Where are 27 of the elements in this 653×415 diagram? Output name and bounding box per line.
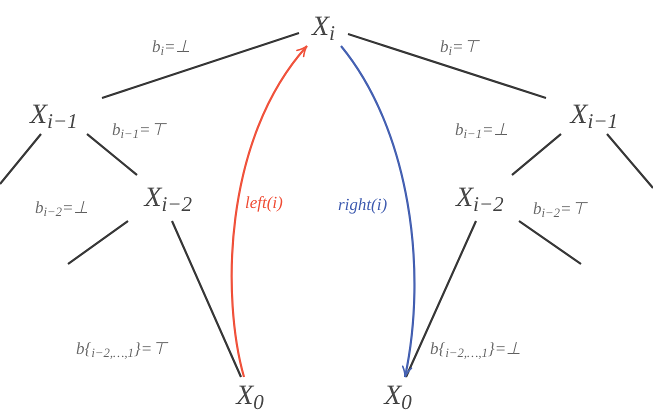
variable-label: X$_{i−1}$: [28, 96, 102, 134]
edge-label: b$_{i−1}$=⊥: [455, 121, 509, 138]
edge-label: b$_{i−2}$=⊤: [533, 200, 587, 217]
branch-line: [511, 133, 562, 176]
variable-label: X$_{0}$: [230, 377, 270, 415]
branch-line: [606, 133, 653, 189]
branch-line: [518, 220, 582, 265]
branch-line: [171, 220, 242, 378]
edge-label: left(i): [245, 194, 283, 211]
edge-label: b$_{i}$=⊥: [152, 38, 191, 55]
variable-label: X$_{i−2}$: [126, 175, 194, 221]
branch-line: [348, 32, 546, 100]
edge-label: b$_{i}$=⊤: [440, 38, 479, 55]
branch-line: [67, 220, 129, 265]
edge-label: b{$_{i−2,…,1}$}=⊤: [76, 340, 168, 357]
edge-label: right(i): [338, 196, 388, 213]
branch-line: [86, 133, 138, 176]
branch-line: [0, 133, 42, 185]
branch-line: [102, 32, 300, 100]
edge-label: b$_{i−1}$=⊤: [112, 121, 166, 138]
variable-label: X$_{i−1}$: [546, 96, 620, 134]
edge-label: b$_{i−2}$=⊥: [35, 199, 89, 216]
variable-label: X$_{i}$: [299, 8, 348, 46]
branch-line: [405, 220, 477, 378]
edge-label: b{$_{i−2,…,1}$}=⊥: [430, 340, 522, 357]
variable-label: X$_{i−2}$: [454, 175, 522, 221]
variable-label: X$_{0}$: [378, 377, 418, 415]
